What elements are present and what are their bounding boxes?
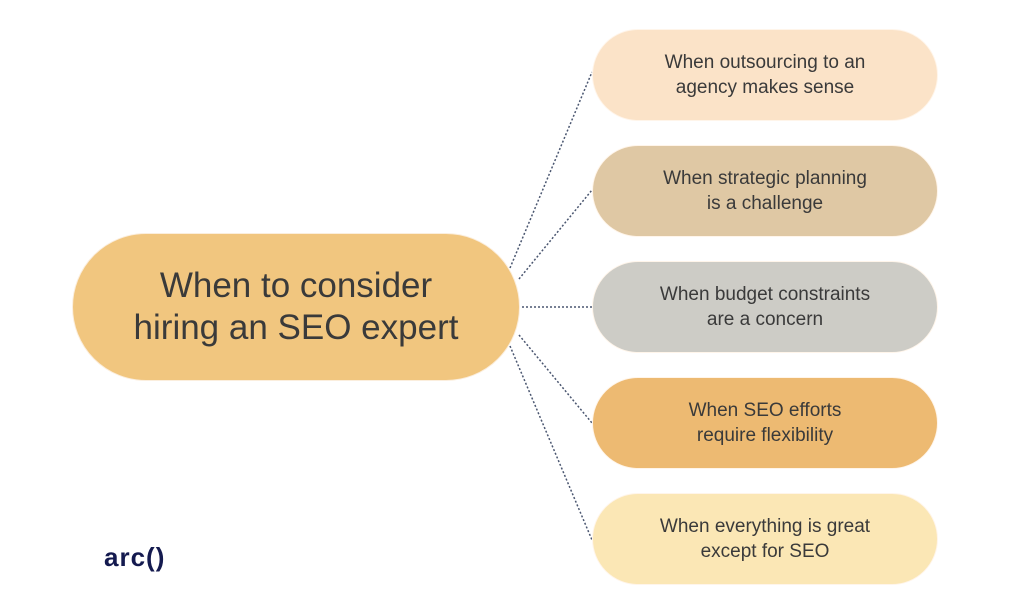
- node-text: agency makes sense: [675, 77, 855, 98]
- arc-logo: arc(): [104, 542, 166, 572]
- node-text: is a challenge: [706, 193, 824, 214]
- node-strategic-planning: When strategic planning is a challenge: [592, 145, 938, 237]
- node-text: When outsourcing to an: [664, 52, 866, 73]
- node-except-seo: When everything is great except for SEO: [592, 493, 938, 585]
- central-topic-line2: hiring an SEO expert: [133, 308, 459, 347]
- node-text: require flexibility: [696, 425, 834, 446]
- node-text: When strategic planning: [663, 168, 867, 189]
- node-text: When SEO efforts: [688, 400, 842, 421]
- node-text: are a concern: [706, 309, 824, 330]
- connector-2: [518, 189, 593, 280]
- node-text: When everything is great: [659, 516, 871, 537]
- connector-4: [518, 334, 593, 424]
- central-topic-line1: When to consider: [159, 266, 433, 305]
- node-budget: When budget constraints are a concern: [592, 261, 938, 353]
- connector-5: [509, 345, 593, 541]
- node-outsourcing: When outsourcing to an agency makes sense: [592, 29, 938, 121]
- node-text: except for SEO: [700, 541, 830, 562]
- node-flexibility: When SEO efforts require flexibility: [592, 377, 938, 469]
- connector-1: [509, 71, 593, 269]
- node-text: When budget constraints: [659, 284, 871, 305]
